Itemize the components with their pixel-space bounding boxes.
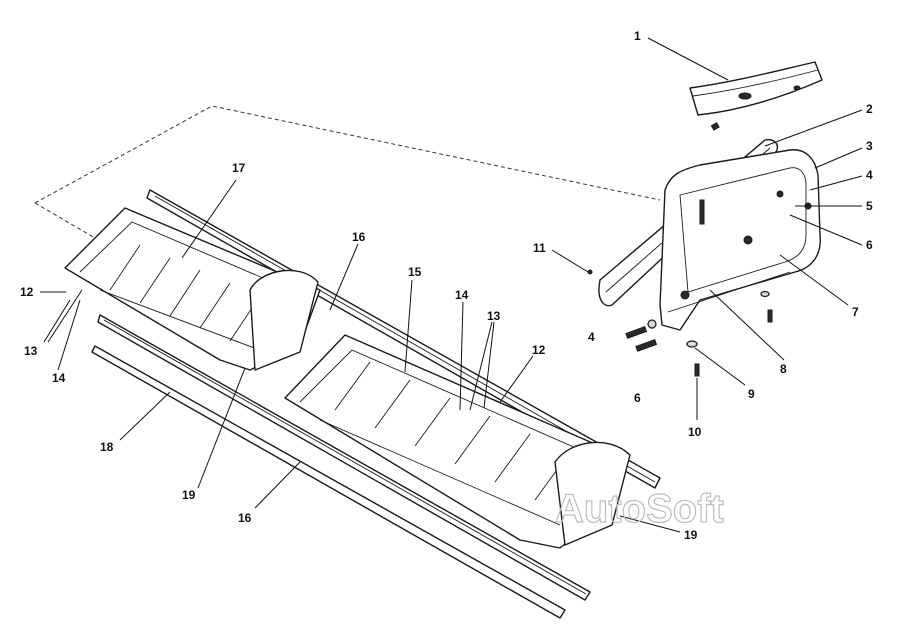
rear-frame-part [659,149,821,331]
hardware-bolts [587,269,773,377]
callout-14-left: 14 [52,371,66,385]
callout-14-mid: 14 [455,288,469,302]
callout-11: 11 [533,241,546,255]
callout-4-left: 4 [588,330,595,344]
leader-lines [40,37,863,533]
callout-16-bottom: 16 [238,511,252,525]
left-support-frame-part [64,207,321,371]
upper-cover-part [689,61,823,131]
callout-13-left: 13 [24,344,38,358]
callout-12-left: 12 [20,285,34,299]
callout-8: 8 [780,362,787,376]
callout-3: 3 [866,139,873,153]
callout-18: 18 [100,440,114,454]
watermark-text: AutoSoft [555,487,724,531]
callout-16-top: 16 [352,230,366,244]
callout-7: 7 [852,305,859,319]
callout-6-left: 6 [634,391,641,405]
callout-labels: 1 2 3 4 5 6 7 8 9 10 11 4 6 12 13 14 17 … [20,29,873,542]
callout-6-right: 6 [866,238,873,252]
callout-4-right: 4 [866,168,873,182]
callout-13-mid: 13 [487,309,501,323]
callout-12-mid: 12 [532,343,546,357]
lower-slide-rails-part [91,314,591,619]
callout-19-right: 19 [684,528,698,542]
callout-5: 5 [866,199,873,213]
right-support-frame-part [284,334,631,549]
callout-19-left: 19 [182,488,196,502]
alignment-dashed-line [34,105,661,239]
callout-2: 2 [866,102,873,116]
callout-17: 17 [232,161,246,175]
callout-10: 10 [688,425,702,439]
callout-9: 9 [748,387,755,401]
callout-15: 15 [408,265,422,279]
callout-1: 1 [634,29,641,43]
